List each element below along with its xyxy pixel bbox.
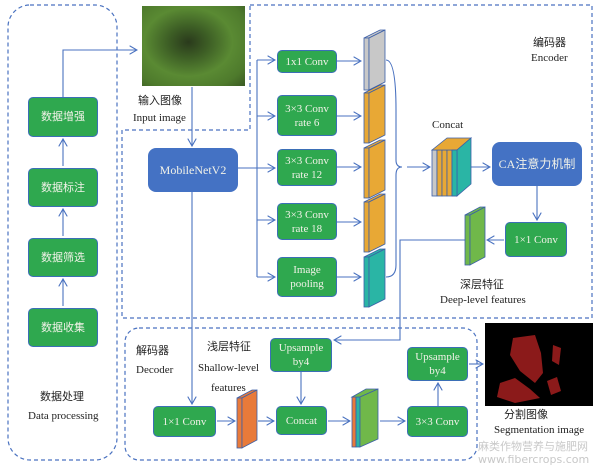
decoder-concat: Concat [276,406,327,435]
upsample-line2: by4 [292,356,310,368]
mobilenetv2-backbone: MobileNetV2 [148,148,238,192]
decoder-concat-stack [350,388,379,448]
upsample-by4-2: Upsample by4 [407,347,468,381]
data-processing-region [7,4,118,461]
segmented-region [552,345,561,365]
feature-map-rate12 [363,139,386,199]
branch-line2: rate 6 [294,116,320,129]
encoder-1x1-conv: 1×1 Conv [505,222,567,257]
input-image-label-en: Input image [133,112,186,124]
decoder-title-en: Decoder [136,364,174,376]
feature-map-rate6 [363,84,386,144]
branch-line1: Image [293,264,321,276]
step-data-augmentation: 数据增强 [28,97,98,137]
watermark-line2: www.fibercrops.com [478,453,590,466]
concat-stack [430,137,473,197]
decoder-title-cn: 解码器 [136,345,169,357]
branch-line1: 1x1 Conv [285,55,329,68]
shallow-feature-map [236,389,258,449]
segmented-region [510,335,543,383]
step-data-collection: 数据收集 [28,308,98,347]
segmentation-image [485,323,593,406]
feature-map-rate18 [363,193,386,253]
branch-line1: 3×3 Conv [285,154,329,167]
step-data-filtering: 数据筛选 [28,238,98,277]
region-borders [7,4,593,461]
branch-line2: pooling [290,278,324,290]
branch-line1: 3×3 Conv [285,208,329,221]
segmentation-label-cn: 分割图像 [504,409,548,421]
branch-line2: rate 12 [291,168,323,181]
segmented-region [497,378,540,403]
deep-features-label-cn: 深层特征 [460,279,504,291]
shallow-label-en-2: features [211,382,246,394]
feature-maps [236,29,486,449]
upsample-line1: Upsample [278,342,324,354]
data-processing-title-en: Data processing [28,410,99,422]
data-processing-title-cn: 数据处理 [40,391,84,403]
branch-image-pooling: Image pooling [277,257,337,297]
segmented-region [547,377,561,395]
segmentation-label-en: Segmentation image [494,424,585,436]
concat-label: Concat [432,119,464,131]
decoder-1x1-conv: 1×1 Conv [153,406,216,437]
encoder-title-cn: 编码器 [533,37,566,49]
step-data-annotation: 数据标注 [28,168,98,207]
ca-attention-block: CA注意力机制 [492,142,582,186]
upsample-line2: by4 [429,365,446,377]
input-image [142,6,245,86]
feature-map-1x1 [363,29,386,91]
merge-brace [385,59,403,278]
deep-feature-map [464,206,486,266]
decoder-3x3-conv: 3×3 Conv [407,406,468,437]
shallow-label-cn: 浅层特征 [207,341,251,353]
shallow-label-en-1: Shallow-level [198,362,260,374]
branch-1x1-conv: 1x1 Conv [277,50,337,73]
deep-features-label-en: Deep-level features [440,294,526,306]
branch-line1: 3×3 Conv [285,102,329,115]
feature-map-pooling [363,248,386,308]
branch-line2: rate 18 [291,222,323,235]
watermark-line1: 麻类作物营养与施肥网 [478,440,588,453]
decoder-region [124,327,478,461]
upsample-by4-1: Upsample by4 [270,338,332,372]
input-image-label-cn: 输入图像 [138,95,182,107]
encoder-title-en: Encoder [531,52,568,64]
upsample-line1: Upsample [415,351,460,363]
